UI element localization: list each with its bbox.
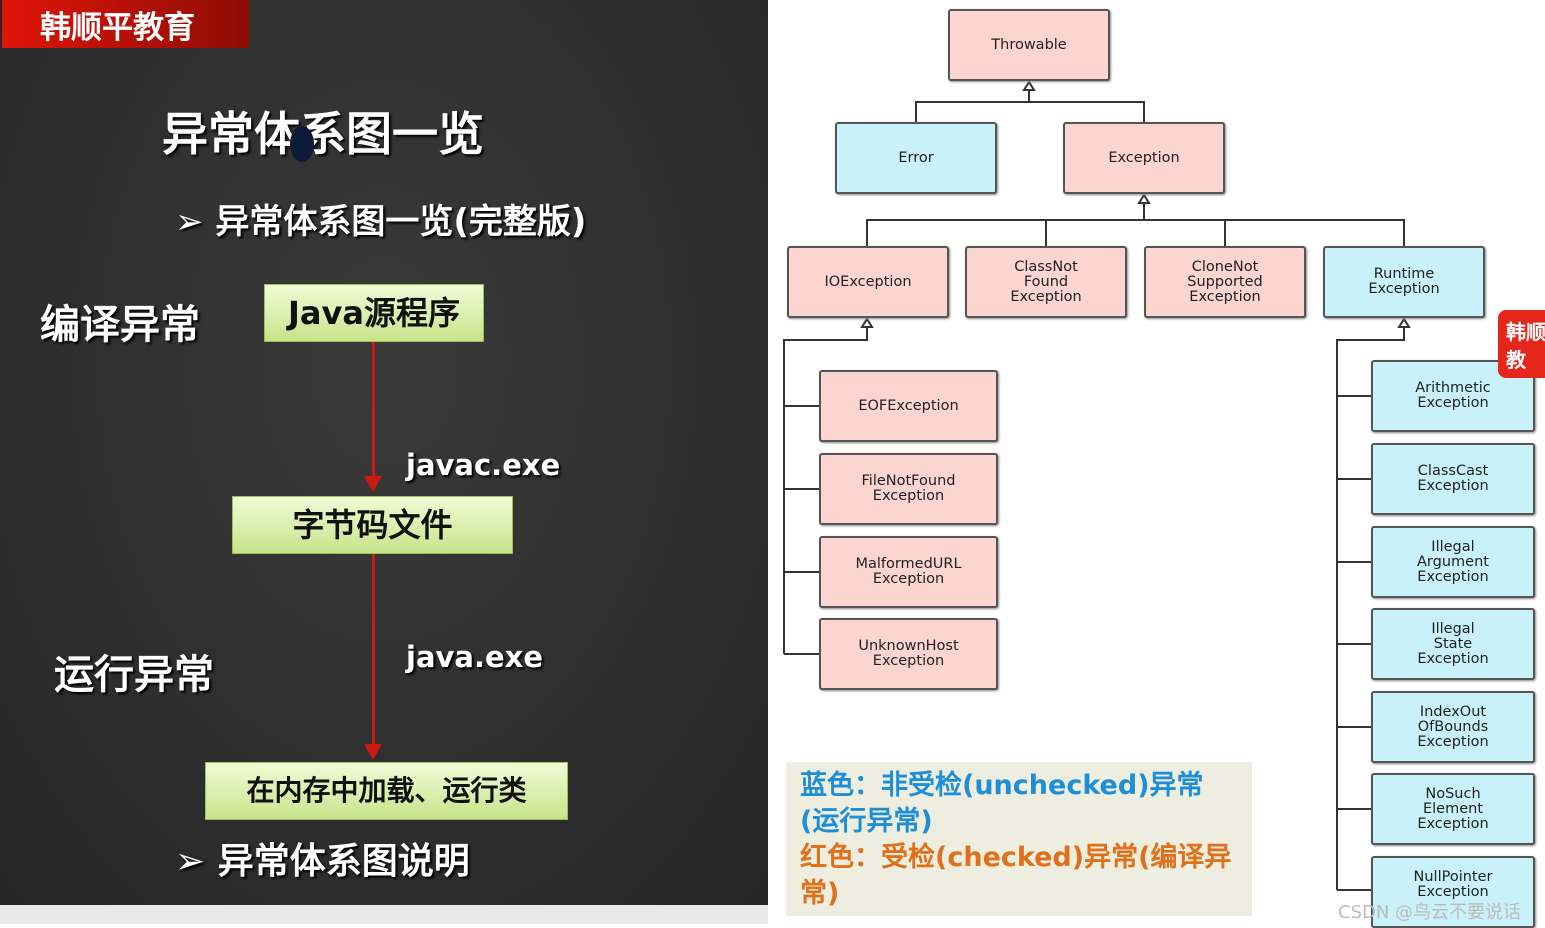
bullet-1: ➢ 异常体系图一览(完整版) <box>175 194 586 243</box>
bullet-2: ➢ 异常体系图说明 <box>175 832 470 884</box>
watermark: CSDN @鸟云不要说话 <box>1338 902 1522 923</box>
arrow-down-icon <box>364 744 382 760</box>
node-ioexception: IOException <box>787 246 949 318</box>
node-exception: Exception <box>1063 122 1225 194</box>
bullet-1-text: 异常体系图一览(完整版) <box>215 202 587 242</box>
bullet-2-text: 异常体系图说明 <box>217 841 470 882</box>
node-classcast: ClassCast Exception <box>1371 443 1535 515</box>
node-nosuchelement: NoSuch Element Exception <box>1371 773 1535 845</box>
java-label: java.exe <box>406 640 544 674</box>
flow-arrow <box>372 342 375 478</box>
node-classnotfound: ClassNot Found Exception <box>965 246 1127 318</box>
node-throwable: Throwable <box>948 9 1110 81</box>
cursor-icon <box>290 126 314 162</box>
node-malformedurl: MalformedURL Exception <box>819 536 998 608</box>
brand-badge: 韩顺 教 <box>1498 310 1545 378</box>
logo: 韩顺平教育 <box>2 0 249 48</box>
bytecode-box: 字节码文件 <box>232 496 513 554</box>
legend: 蓝色：非受检(unchecked)异常(运行异常) 红色：受检(checked)… <box>786 762 1252 916</box>
arrow-bullet-icon: ➢ <box>175 202 216 242</box>
slide-panel <box>0 0 768 905</box>
node-runtime: Runtime Exception <box>1323 246 1485 318</box>
flow-arrow <box>372 554 375 744</box>
legend-unchecked: 蓝色：非受检(unchecked)异常(运行异常) <box>800 770 1204 837</box>
load-box: 在内存中加载、运行类 <box>205 762 568 820</box>
slide-bottom-strip <box>0 905 768 924</box>
node-illegalargument: Illegal Argument Exception <box>1371 526 1535 598</box>
node-nullpointer: NullPointer Exception <box>1371 856 1535 928</box>
arrow-down-icon <box>364 476 382 492</box>
legend-checked: 红色：受检(checked)异常(编译异常) <box>800 842 1232 909</box>
source-box: Java源程序 <box>264 284 484 342</box>
arrow-bullet-icon: ➢ <box>175 841 218 882</box>
node-indexoutofbounds: IndexOut OfBounds Exception <box>1371 691 1535 763</box>
node-filenotfound: FileNotFound Exception <box>819 453 998 525</box>
javac-label: javac.exe <box>406 448 561 482</box>
node-unknownhost: UnknownHost Exception <box>819 618 998 690</box>
node-clonenotsupported: CloneNot Supported Exception <box>1144 246 1306 318</box>
slide-title: 异常体系图一览 <box>162 107 484 161</box>
node-eof: EOFException <box>819 370 998 442</box>
node-illegalstate: Illegal State Exception <box>1371 608 1535 680</box>
node-error: Error <box>835 122 997 194</box>
run-label: 运行异常 <box>54 652 214 698</box>
compile-label: 编译异常 <box>40 302 200 348</box>
